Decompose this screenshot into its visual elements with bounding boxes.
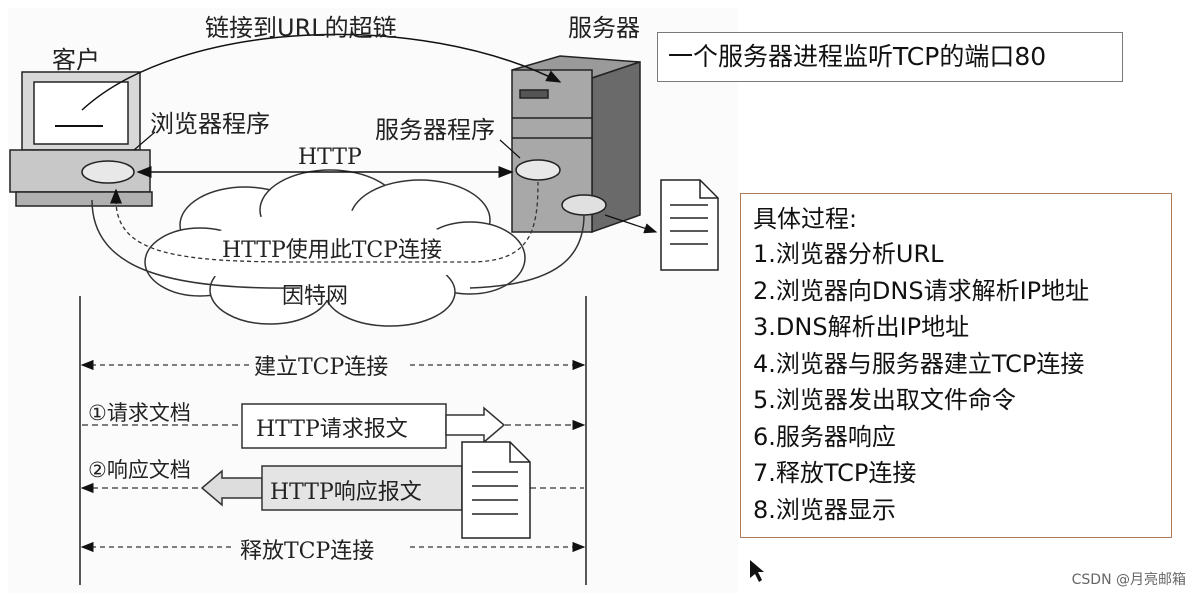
port-callout-text: 一个服务器进程监听TCP的端口80 bbox=[668, 42, 1047, 71]
http-request-box bbox=[241, 403, 447, 449]
establish-tcp-label: 建立TCP连接 bbox=[254, 355, 389, 380]
http-response-box bbox=[261, 465, 463, 511]
step-item: 5.浏览器发出取文件命令 bbox=[753, 386, 1016, 414]
server-program-label: 服务器程序 bbox=[375, 116, 495, 144]
client-computer bbox=[9, 71, 153, 207]
process-steps-box: 具体过程: 1.浏览器分析URL 2.浏览器向DNS请求解析IP地址 3.DNS… bbox=[740, 193, 1172, 538]
http-request-label: HTTP请求报文 bbox=[256, 417, 408, 442]
server-document bbox=[660, 179, 719, 271]
response-doc-label: ②响应文档 bbox=[88, 458, 191, 482]
step-item: 6.服务器响应 bbox=[753, 422, 896, 451]
response-document bbox=[461, 441, 531, 539]
request-doc-label: ①请求文档 bbox=[88, 401, 191, 425]
port-callout: 一个服务器进程监听TCP的端口80 bbox=[657, 32, 1123, 82]
http-response-label: HTTP响应报文 bbox=[270, 480, 422, 505]
step-item: 1.浏览器分析URL bbox=[753, 240, 944, 268]
step-item: 7.释放TCP连接 bbox=[753, 459, 917, 487]
internet-cloud bbox=[144, 169, 526, 327]
release-tcp-label: 释放TCP连接 bbox=[240, 539, 375, 564]
client-label: 客户 bbox=[52, 46, 100, 74]
response-arrow-head bbox=[200, 469, 263, 507]
steps-list: 1.浏览器分析URL 2.浏览器向DNS请求解析IP地址 3.DNS解析出IP地… bbox=[753, 236, 1171, 528]
http-tcp-label: HTTP使用此TCP连接 bbox=[222, 238, 443, 263]
hyperlink-arrow bbox=[81, 33, 562, 111]
server-tower bbox=[511, 55, 641, 234]
internet-label: 因特网 bbox=[282, 284, 349, 309]
steps-title: 具体过程: bbox=[753, 205, 858, 233]
hyperlink-label: 链接到URL的超链 bbox=[205, 14, 397, 42]
step-item: 3.DNS解析出IP地址 bbox=[753, 313, 970, 341]
http-label: HTTP bbox=[298, 145, 362, 170]
step-item: 2.浏览器向DNS请求解析IP地址 bbox=[753, 276, 1090, 305]
request-arrow-head bbox=[445, 406, 506, 444]
step-item: 4.浏览器与服务器建立TCP连接 bbox=[753, 349, 1085, 378]
mouse-cursor-icon bbox=[750, 560, 764, 582]
step-item: 8.浏览器显示 bbox=[753, 495, 896, 524]
watermark: CSDN @月亮邮箱 bbox=[1071, 572, 1186, 588]
server-label: 服务器 bbox=[568, 14, 640, 42]
browser-program-label: 浏览器程序 bbox=[150, 110, 270, 138]
